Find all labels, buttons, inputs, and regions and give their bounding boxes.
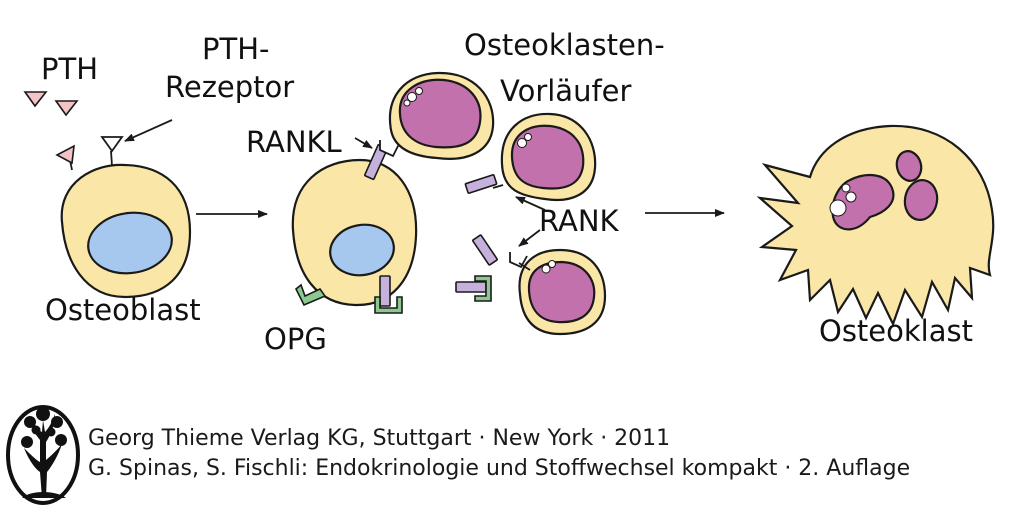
opg-molecule [294,283,327,307]
osteoclast-cell [756,124,995,327]
osteoblast-nucleus [87,211,173,275]
pth-receptor-top [100,136,124,167]
rankl-molecule-free [472,234,498,266]
tree-icon [6,405,80,505]
precursor-label-line1: Osteoklasten- [464,28,665,62]
rank-receptor-bound [379,140,400,158]
pth-label: PTH [41,52,98,86]
pth-receptor-left [55,144,75,171]
activated-osteoblast-cell [291,158,418,307]
rankl-opg-complex [374,275,403,314]
osteoblast-label: Osteoblast [45,293,201,327]
pth-receptor-label-line1: PTH- [202,32,269,66]
osteoclast-precursor-top [388,71,495,160]
rank-label: RANK [539,204,620,238]
precursor-label-line2: Vorläufer [500,74,632,108]
rank-receptor [509,252,528,269]
rankl-opg-free-complex [455,275,492,302]
opg-label: OPG [264,322,327,356]
pth-molecule [23,91,48,108]
pth-molecule [54,100,79,117]
osteoblast-cell [60,163,192,299]
osteoclast-precursor-bottom [518,248,607,336]
osteoclast-precursor-middle [500,112,597,201]
osteoclast-label: Osteoklast [819,314,973,348]
rankl-label: RANKL [246,125,342,159]
pth-receptor-label-line2: Rezeptor [165,70,294,104]
book-credit: G. Spinas, S. Fischli: Endokrinologie un… [88,456,910,481]
rankl-molecule-free [464,174,498,194]
publisher-credit: Georg Thieme Verlag KG, Stuttgart · New … [88,426,670,451]
activated-osteoblast-nucleus [329,223,395,277]
